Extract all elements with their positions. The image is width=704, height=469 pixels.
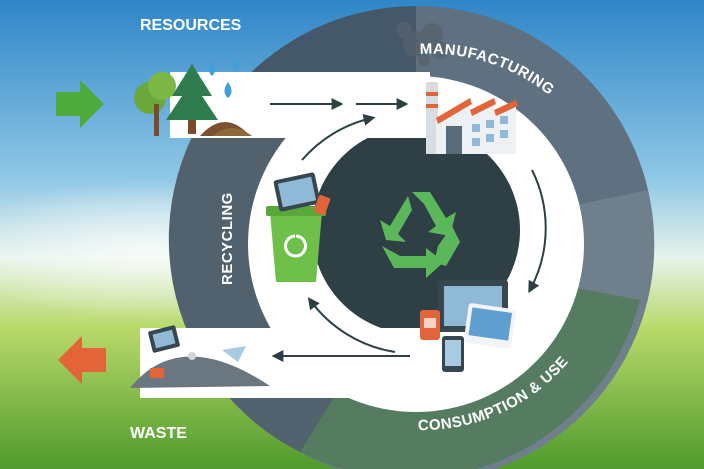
arrow-recycling-to-manufacturing (301, 113, 376, 161)
recycle-icon (380, 192, 460, 278)
resources-label: RESOURCES (140, 17, 242, 34)
waste-label: WASTE (130, 425, 187, 442)
trees-icon (134, 64, 252, 136)
recycling-label: RECYCLING (219, 192, 236, 285)
recycling-bin-icon (266, 172, 331, 282)
devices-icon (420, 280, 517, 372)
water-drops-icon (209, 58, 239, 98)
factory-icon (426, 82, 518, 154)
arrow-consumption-to-recycling (307, 297, 396, 353)
smoke-icon (396, 22, 449, 66)
ring-segment-manufacturing (416, 5, 648, 213)
cycle-arrows (270, 98, 547, 362)
arrow-left-icon (58, 336, 106, 384)
arrow-manufacturing-to-consumption (528, 169, 547, 294)
arrow-right-icon (56, 80, 104, 128)
waste-pile-icon (130, 325, 270, 388)
